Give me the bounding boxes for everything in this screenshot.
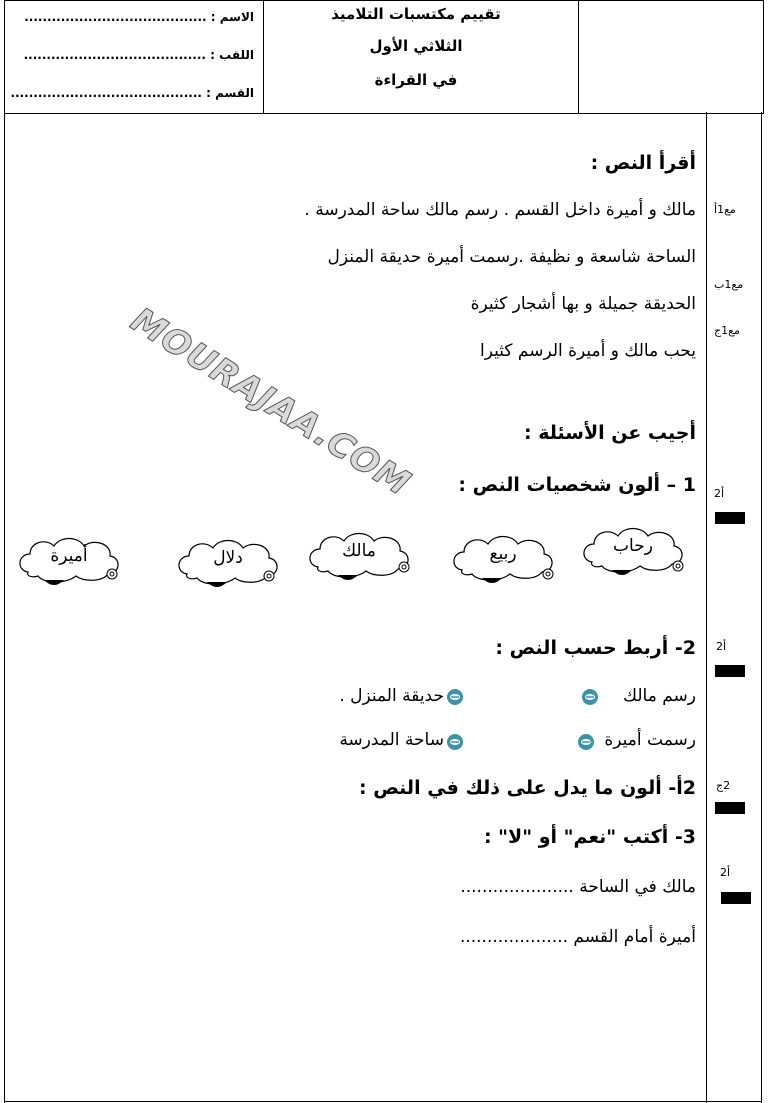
match-left-item: رسمت أميرة xyxy=(604,730,696,750)
cloud-icon xyxy=(19,537,119,585)
criterion-label: أ2 xyxy=(720,866,731,879)
character-name: أميرة xyxy=(50,546,88,566)
character-name: دلال xyxy=(213,548,243,568)
passage-line: الساحة شاسعة و نظيفة .رسمت أميرة حديقة ا… xyxy=(327,247,696,267)
class-label: القسم : xyxy=(206,86,254,100)
match-bullet-icon[interactable] xyxy=(446,688,464,706)
yes-no-item[interactable]: أميرة أمام القسم .................... xyxy=(459,927,696,947)
passage-line: الحديقة جميلة و بها أشجار كثيرة xyxy=(470,294,696,314)
criterion-label: أ2 xyxy=(714,487,725,500)
criterion-label: مع1ب xyxy=(714,278,744,291)
page-border-bottom xyxy=(4,1101,762,1102)
match-right-item: حديقة المنزل . xyxy=(339,686,444,706)
criterion-label: 2ج xyxy=(716,779,731,792)
score-box[interactable] xyxy=(715,512,745,524)
character-name: ربيع xyxy=(489,544,517,564)
match-bullet-icon[interactable] xyxy=(577,733,595,751)
match-right-item: ساحة المدرسة xyxy=(339,730,444,750)
criterion-label: مع1أ xyxy=(714,203,736,216)
score-box[interactable] xyxy=(715,665,745,677)
yes-no-item[interactable]: مالك في الساحة ..................... xyxy=(460,877,696,897)
header-divider xyxy=(263,1,264,113)
character-cloud[interactable]: دلال xyxy=(173,534,283,592)
passage-line: يحب مالك و أميرة الرسم كثيرا xyxy=(480,341,696,361)
criterion-label: أ2 xyxy=(716,640,727,653)
match-bullet-icon[interactable] xyxy=(581,688,599,706)
class-field: القسم : ................................… xyxy=(10,86,254,100)
passage-line: مالك و أميرة داخل القسم . رسم مالك ساحة … xyxy=(304,200,696,220)
character-cloud[interactable]: رحاب xyxy=(578,522,688,580)
name-dots[interactable]: ........................................ xyxy=(24,10,207,24)
question-2: 2- أربط حسب النص : xyxy=(495,637,696,659)
question-3: 3- أكتب "نعم" أو "لا" : xyxy=(483,826,696,848)
reading-heading: أقرأ النص : xyxy=(590,152,696,174)
surname-label: اللقب : xyxy=(210,48,254,62)
character-cloud[interactable]: أميرة xyxy=(14,532,124,590)
question-1: 1 – ألون شخصيات النص : xyxy=(458,474,696,496)
header-title-1: تقييم مكتسبات التلاميذ xyxy=(331,5,501,23)
score-box[interactable] xyxy=(715,802,745,814)
header-table xyxy=(4,0,764,114)
header-title-3: في القراءة xyxy=(374,71,458,89)
cloud-icon xyxy=(583,527,684,575)
questions-heading: أجيب عن الأسئلة : xyxy=(524,422,696,444)
score-box[interactable] xyxy=(721,892,751,904)
match-bullet-icon[interactable] xyxy=(446,733,464,751)
page-border-left xyxy=(4,112,5,1103)
criterion-label: مع1ج xyxy=(714,324,740,337)
cloud-icon xyxy=(453,535,554,583)
header-divider xyxy=(578,1,579,113)
page-border-right xyxy=(761,112,762,1103)
character-name: رحاب xyxy=(613,536,653,556)
match-left-item: رسم مالك xyxy=(623,686,696,706)
watermark: MOURAJAA.COM xyxy=(123,300,418,505)
cloud-icon xyxy=(178,539,278,587)
name-field: الاسم : ................................… xyxy=(24,10,254,24)
header-title-2: الثلاثي الأول xyxy=(369,37,463,55)
class-dots[interactable]: ........................................… xyxy=(10,86,202,100)
character-name: مالك xyxy=(342,541,376,561)
name-label: الاسم : xyxy=(210,10,254,24)
character-cloud[interactable]: ربيع xyxy=(448,530,558,588)
question-2a: 2أ- ألون ما يدل على ذلك في النص : xyxy=(359,777,696,799)
character-cloud[interactable]: مالك xyxy=(304,527,414,585)
cloud-icon xyxy=(309,532,410,580)
surname-dots[interactable]: ........................................ xyxy=(23,48,206,62)
surname-field: اللقب : ................................… xyxy=(24,48,254,62)
criteria-margin-line xyxy=(706,112,707,1103)
